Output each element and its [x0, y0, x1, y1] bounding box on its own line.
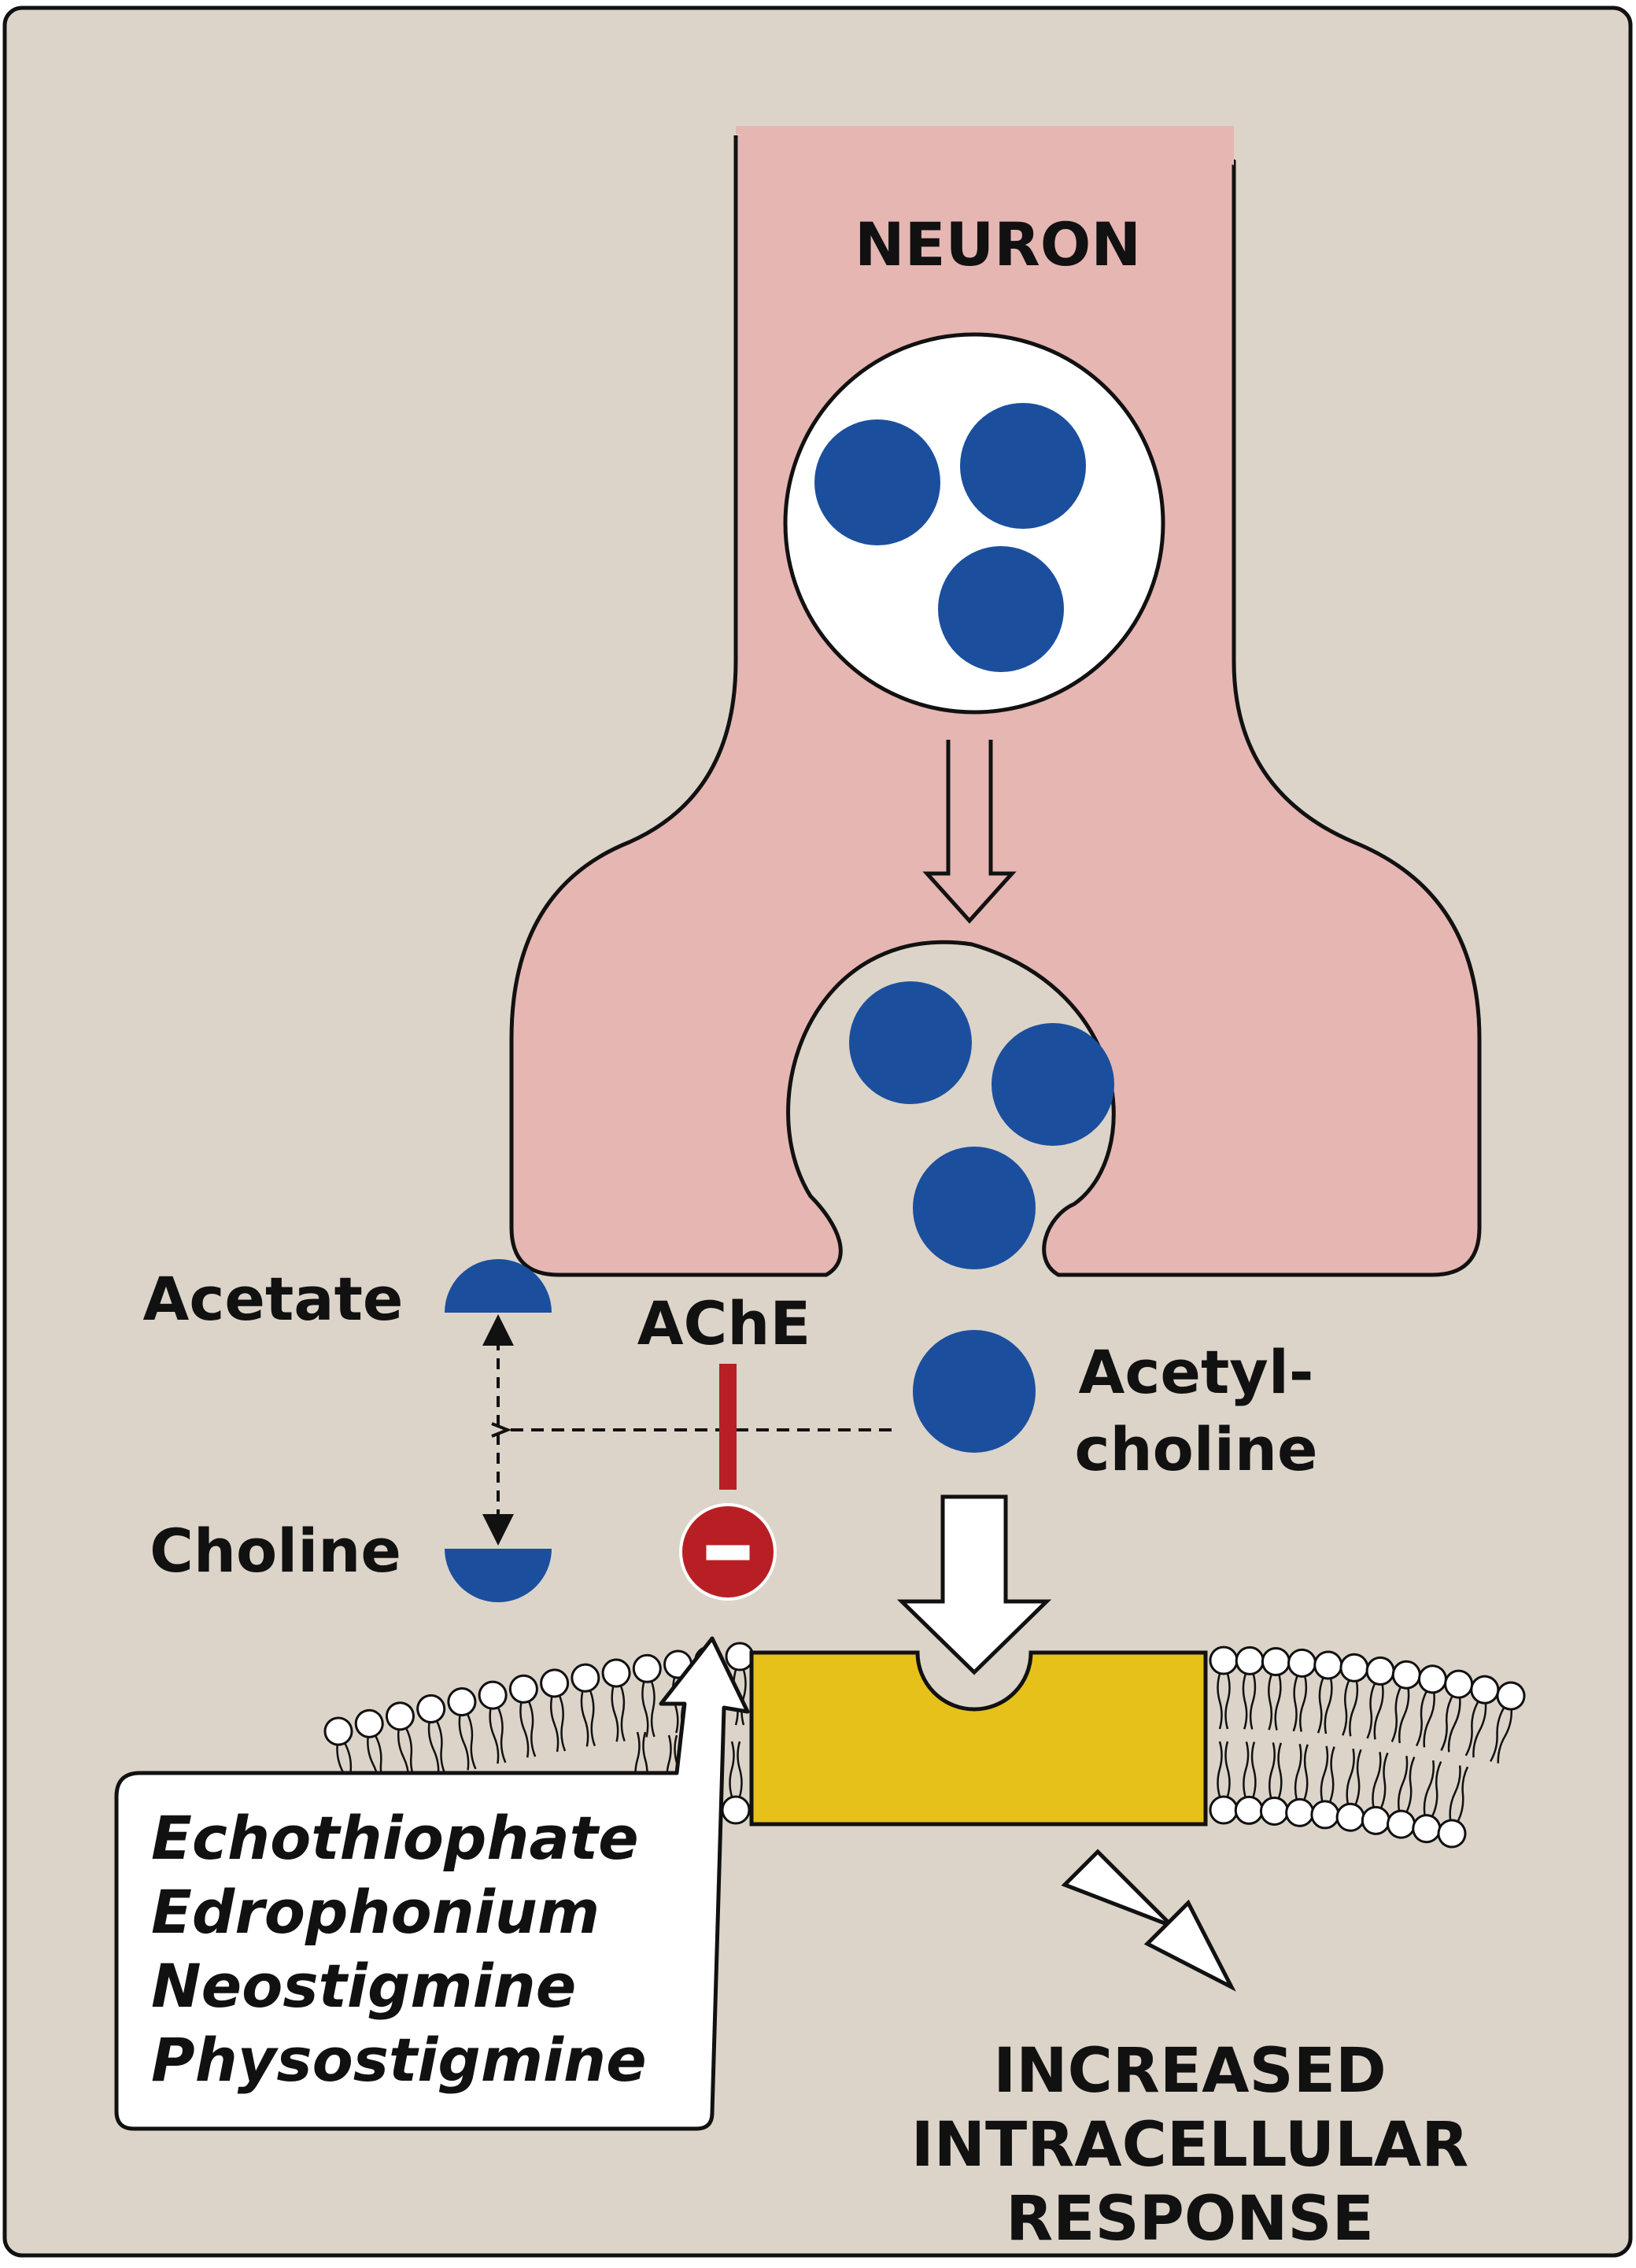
cell-membrane-right: [1209, 1646, 1526, 1849]
phospholipid: [1259, 1742, 1289, 1826]
drug-name: Echothiophate: [151, 1803, 639, 1873]
phospholipid: [571, 1663, 600, 1747]
choline-molecule: [445, 1549, 552, 1602]
acetylcholine-molecule: [913, 1147, 1036, 1269]
acetylcholine-molecule: [849, 981, 972, 1104]
phospholipid: [416, 1694, 447, 1778]
choline-label: Choline: [150, 1516, 401, 1586]
phospholipid: [478, 1680, 508, 1764]
phospholipid: [1365, 1656, 1395, 1740]
ache-label: AChE: [637, 1288, 811, 1358]
binding-arrow: [896, 1494, 1052, 1675]
phospholipid: [1285, 1743, 1315, 1827]
response-label: RESPONSE: [1006, 2184, 1374, 2255]
acetate-molecule: [445, 1259, 552, 1313]
phospholipid: [447, 1687, 477, 1771]
receptor: [749, 1650, 1208, 1827]
acetylcholine-label: choline: [1074, 1414, 1317, 1484]
phospholipid: [1287, 1648, 1317, 1732]
phospholipid: [1339, 1653, 1369, 1737]
release-arrow: [922, 740, 1017, 924]
phospholipid: [540, 1668, 570, 1753]
phospholipid: [508, 1674, 538, 1758]
response-label: INCREASED: [993, 2036, 1386, 2107]
ache-inhibition-bar: [719, 1364, 737, 1490]
response-label: INTRACELLULAR: [911, 2110, 1469, 2181]
neuron-label: NEURON: [855, 209, 1141, 279]
phospholipid: [1416, 1664, 1447, 1748]
acetylcholine-molecule: [960, 403, 1086, 529]
acetylcholine-molecule: [992, 1023, 1114, 1146]
drug-name: Neostigmine: [151, 1951, 576, 2021]
phospholipid: [1490, 1681, 1526, 1764]
phospholipid: [1437, 1765, 1469, 1849]
drug-name: Edrophonium: [151, 1877, 600, 1947]
response-arrow: [1061, 1849, 1236, 1992]
acetylcholine-molecule: [938, 546, 1064, 672]
phospholipid: [1261, 1646, 1291, 1731]
phospholipid: [1390, 1660, 1421, 1744]
phospholipid: [1234, 1741, 1264, 1825]
acetylcholine-molecule: [814, 419, 940, 545]
drug-name: Physostigmine: [151, 2025, 647, 2095]
phospholipid: [1209, 1646, 1239, 1730]
acetate-label: Acetate: [143, 1264, 404, 1334]
phospholipid: [1310, 1745, 1340, 1830]
acetylcholine-label: Acetyl-: [1079, 1337, 1314, 1407]
phospholipid: [632, 1653, 662, 1738]
phospholipid: [1209, 1741, 1239, 1825]
phospholipid: [601, 1658, 631, 1742]
acetylcholine-molecule: [913, 1330, 1036, 1453]
phospholipid: [1464, 1675, 1500, 1758]
drug-callout: [114, 1636, 750, 2131]
